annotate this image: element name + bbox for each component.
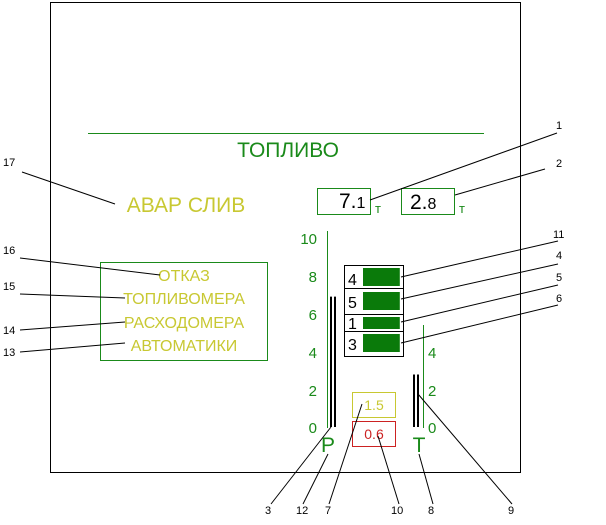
callout-1: 1 bbox=[556, 120, 562, 132]
gauge-t-tick-4: 4 bbox=[428, 345, 436, 362]
gauge-p: 10 8 6 4 2 0 P bbox=[300, 231, 336, 457]
tank-number: 1 bbox=[348, 316, 357, 333]
failure-line-2: ТОПЛИВОМЕРА bbox=[123, 291, 245, 308]
callout-2: 2 bbox=[556, 158, 562, 170]
callout-11: 11 bbox=[553, 229, 564, 241]
tank-level-bar bbox=[363, 317, 400, 329]
alarm-dump-label: АВАР СЛИВ bbox=[127, 194, 246, 217]
tank-level-bar bbox=[363, 268, 400, 286]
fuel-right-box bbox=[401, 188, 455, 215]
failure-line-4: АВТОМАТИКИ bbox=[131, 338, 238, 355]
gauge-p-tick-8: 8 bbox=[309, 269, 317, 286]
failure-line-1: ОТКАЗ bbox=[158, 268, 210, 285]
fuel-total-int: 7. bbox=[339, 190, 357, 213]
leader-8 bbox=[418, 453, 434, 505]
gauge-p-tick-2: 2 bbox=[309, 383, 317, 400]
tank-number: 5 bbox=[348, 295, 357, 312]
yellow-readout-value: 1.5 bbox=[364, 397, 384, 413]
leader-5 bbox=[400, 284, 559, 323]
gauge-t-tick-0: 0 bbox=[428, 420, 436, 437]
leader-11 bbox=[400, 240, 559, 278]
leader-4 bbox=[400, 263, 559, 300]
tank-number: 3 bbox=[348, 337, 357, 354]
yellow-readout-box bbox=[352, 392, 396, 418]
fuel-right-int: 2. bbox=[410, 191, 428, 214]
callout-3: 3 bbox=[265, 505, 271, 517]
gauge-p-tick-0: 0 bbox=[309, 420, 317, 437]
leader-2 bbox=[454, 168, 546, 196]
gauge-p-tick-6: 6 bbox=[309, 307, 317, 324]
page-title: ТОПЛИВО bbox=[237, 139, 339, 162]
tank-table-frame bbox=[344, 265, 404, 357]
callout-4: 4 bbox=[556, 250, 562, 262]
tank-level-bar bbox=[363, 292, 400, 310]
leader-12 bbox=[302, 453, 329, 505]
gauge-p-tick-10: 10 bbox=[300, 231, 317, 248]
failure-box bbox=[100, 262, 268, 361]
leader-10 bbox=[377, 435, 400, 505]
fuel-total-box bbox=[317, 188, 371, 215]
callout-leaders bbox=[19, 132, 559, 505]
gauge-p-label: P bbox=[321, 434, 335, 457]
fuel-total-unit: т bbox=[375, 201, 381, 216]
callout-15: 15 bbox=[3, 281, 15, 293]
leader-14 bbox=[19, 321, 126, 331]
leader-9 bbox=[417, 393, 513, 505]
callout-12: 12 bbox=[296, 505, 308, 517]
fuel-right-frac: 8 bbox=[428, 196, 437, 213]
fuel-right-unit: т bbox=[459, 201, 465, 216]
fuel-total-value: 7.1 bbox=[339, 190, 366, 213]
callout-9: 9 bbox=[508, 505, 514, 517]
leader-16 bbox=[19, 257, 161, 276]
leader-13 bbox=[19, 342, 126, 353]
fuel-total-frac: 1 bbox=[357, 195, 366, 212]
leader-3 bbox=[270, 426, 332, 505]
leader-7 bbox=[328, 403, 363, 505]
leader-6 bbox=[400, 304, 559, 344]
failure-line-3: РАСХОДОМЕРА bbox=[124, 315, 245, 332]
gauge-t: 4 2 0 T bbox=[413, 325, 436, 457]
tank-number: 4 bbox=[348, 272, 357, 289]
callout-8: 8 bbox=[428, 505, 434, 517]
fuel-right-value: 2.8 bbox=[410, 191, 437, 214]
gauge-t-tick-2: 2 bbox=[428, 383, 436, 400]
callout-6: 6 bbox=[556, 293, 562, 305]
callout-16: 16 bbox=[3, 245, 15, 257]
leader-17 bbox=[21, 171, 116, 205]
callout-10: 10 bbox=[391, 505, 403, 517]
gauge-p-tick-4: 4 bbox=[309, 345, 317, 362]
red-readout-value: 0.6 bbox=[364, 426, 384, 442]
callout-17: 17 bbox=[3, 157, 15, 169]
leader-15 bbox=[19, 293, 126, 299]
callout-13: 13 bbox=[3, 347, 15, 359]
callout-5: 5 bbox=[556, 272, 562, 284]
callout-14: 14 bbox=[3, 325, 15, 337]
tank-table: 4 5 1 3 bbox=[344, 265, 404, 357]
callout-7: 7 bbox=[325, 505, 331, 517]
callout-numbers: 1 2 11 4 5 6 17 16 15 14 13 3 12 7 10 8 … bbox=[3, 120, 564, 517]
tank-level-bar bbox=[363, 334, 400, 352]
display-frame bbox=[50, 2, 521, 473]
gauge-t-label: T bbox=[413, 434, 426, 457]
leader-1 bbox=[369, 132, 558, 201]
